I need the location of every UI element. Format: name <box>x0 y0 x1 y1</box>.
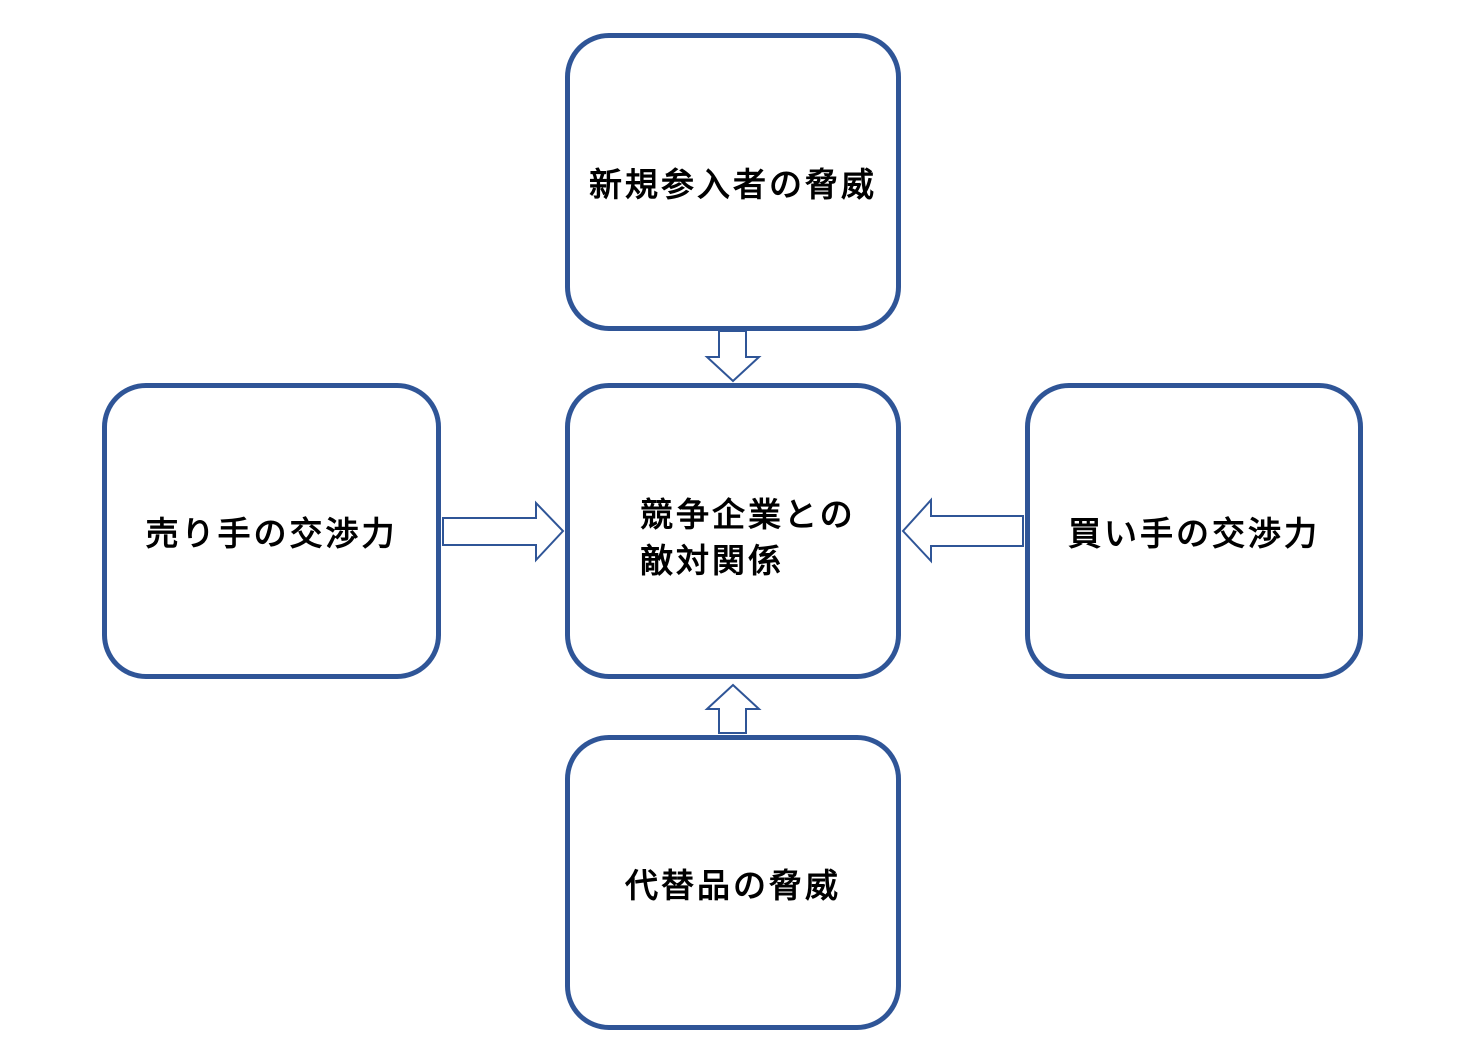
arrow-up-from-bottom <box>704 683 762 734</box>
new-entrants-label: 新規参入者の脅威 <box>589 165 877 204</box>
arrow-left-from-right <box>901 497 1024 564</box>
buyer-power-label: 買い手の交渉力 <box>1068 514 1320 553</box>
supplier-power-box: 売り手の交渉力 <box>102 383 441 679</box>
rivalry-label: 競争企業との 敵対関係 <box>640 492 856 584</box>
arrow-right-from-left <box>442 500 565 563</box>
buyer-power-box: 買い手の交渉力 <box>1025 383 1363 679</box>
substitutes-box: 代替品の脅威 <box>565 735 901 1030</box>
rivalry-box: 競争企業との 敵対関係 <box>565 383 901 679</box>
rivalry-label-line1: 競争企業との <box>640 495 856 534</box>
rivalry-label-line2: 敵対関係 <box>640 541 784 580</box>
substitutes-label: 代替品の脅威 <box>625 865 841 905</box>
arrow-down-from-top <box>704 330 762 383</box>
supplier-power-label: 売り手の交渉力 <box>145 514 398 553</box>
new-entrants-box: 新規参入者の脅威 <box>565 33 901 331</box>
